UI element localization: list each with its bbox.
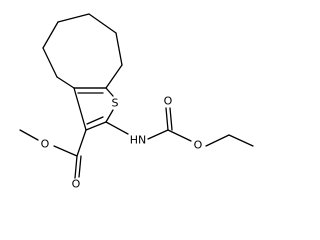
carbamate-ester-oxygen-label: O <box>194 139 203 152</box>
ethyl-carbamate-group <box>105 107 254 147</box>
methyl-ester-group <box>19 129 87 179</box>
ester-o-methyl-bond <box>19 129 39 141</box>
carbamate-ch2-ch3-bond <box>228 134 254 147</box>
ring7-bond-4 <box>88 13 117 34</box>
carbamate-carbonyl-double-bond-b <box>169 107 173 131</box>
molecule-structure: S HN O O O O <box>19 13 254 191</box>
ring7-bond-6 <box>42 21 59 49</box>
carbamate-c2-n-bond <box>105 121 129 135</box>
ring7-bond-8 <box>56 76 75 89</box>
ester-c-o-bond <box>53 145 78 157</box>
ester-carbonyl-double-bond-a <box>74 155 78 179</box>
carbamate-c-o-bond <box>167 129 192 142</box>
thiophene-c-s-bond-1 <box>105 87 114 97</box>
carbamate-carbonyl-double-bond-a <box>165 107 169 131</box>
ring7-bond-5 <box>57 13 90 23</box>
ring7-bond-2 <box>105 64 123 89</box>
thiophene-c2-c3-double-bond <box>86 116 104 125</box>
ring7-bond-7 <box>42 47 58 78</box>
ring7-bond-3 <box>115 32 123 66</box>
ester-carbonyl-double-bond-b <box>78 155 82 178</box>
thiophene-c3-c3a-bond <box>73 87 87 131</box>
ester-carbonyl-oxygen-label: O <box>72 178 81 191</box>
carbamate-nitrogen-label: HN <box>130 134 147 147</box>
carbamate-o-ch2-bond <box>205 134 230 147</box>
thiophene-s-c-bond-2 <box>105 109 114 123</box>
carbamate-carbonyl-oxygen-label: O <box>164 95 173 108</box>
ester-c3-carbonyl-bond <box>76 129 87 157</box>
carbamate-n-c-bond <box>147 129 169 140</box>
ester-oxygen-label: O <box>41 138 50 151</box>
cycloheptane-ring <box>42 13 123 89</box>
thiophene-ring <box>73 87 114 131</box>
sulfur-atom-label: S <box>112 97 119 110</box>
thiophene-c2-c3-bond <box>85 121 107 131</box>
